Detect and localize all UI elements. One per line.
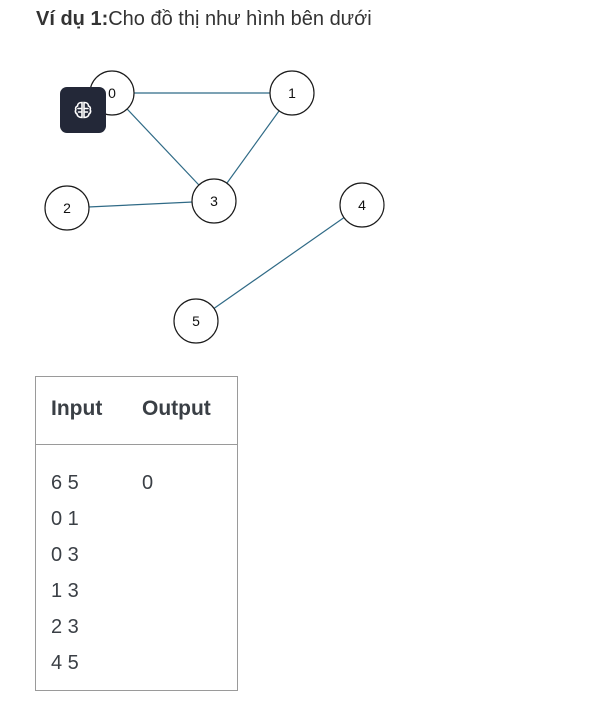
input-line: 0 1: [51, 508, 79, 530]
table-header: Input Output: [36, 377, 237, 445]
node-label-0: 0: [108, 85, 116, 101]
node-label-3: 3: [210, 193, 218, 209]
example-label: Ví dụ 1:: [36, 8, 109, 30]
node-label-2: 2: [63, 200, 71, 216]
input-line: 0 3: [51, 544, 79, 566]
input-line: 4 5: [51, 652, 79, 674]
brain-badge-button[interactable]: [60, 87, 106, 133]
example-heading: Ví dụ 1:Cho đồ thị như hình bên dưới: [36, 6, 372, 32]
graph-diagram: 0 1 2 3 4 5: [44, 70, 385, 344]
output-line: 0: [142, 472, 154, 494]
graph-node-4: 4: [339, 182, 385, 228]
graph-node-5: 5: [173, 298, 219, 344]
edge-0-3: [111, 92, 215, 202]
graph-node-2: 2: [44, 185, 90, 231]
edge-2-3: [66, 200, 215, 209]
node-label-1: 1: [288, 85, 296, 101]
input-line: 2 3: [51, 616, 79, 638]
graph-nodes: 0 1 2 3 4 5: [44, 70, 385, 344]
input-cell: 6 5 0 1 0 3 1 3 2 3 4 5: [51, 465, 79, 681]
output-cell: 0: [142, 465, 153, 501]
node-label-4: 4: [358, 197, 366, 213]
brain-icon: [74, 101, 92, 119]
example-description: Cho đồ thị như hình bên dưới: [108, 8, 372, 30]
node-label-5: 5: [192, 313, 200, 329]
input-column-header: Input: [51, 397, 103, 420]
input-line: 1 3: [51, 580, 79, 602]
output-column-header: Output: [142, 397, 211, 420]
io-table: Input Output 6 5 0 1 0 3 1 3 2 3 4 5 0: [35, 376, 238, 691]
edge-4-5: [195, 204, 363, 322]
input-line: 6 5: [51, 472, 79, 494]
graph-node-3: 3: [191, 178, 237, 224]
graph-node-1: 1: [269, 70, 315, 116]
